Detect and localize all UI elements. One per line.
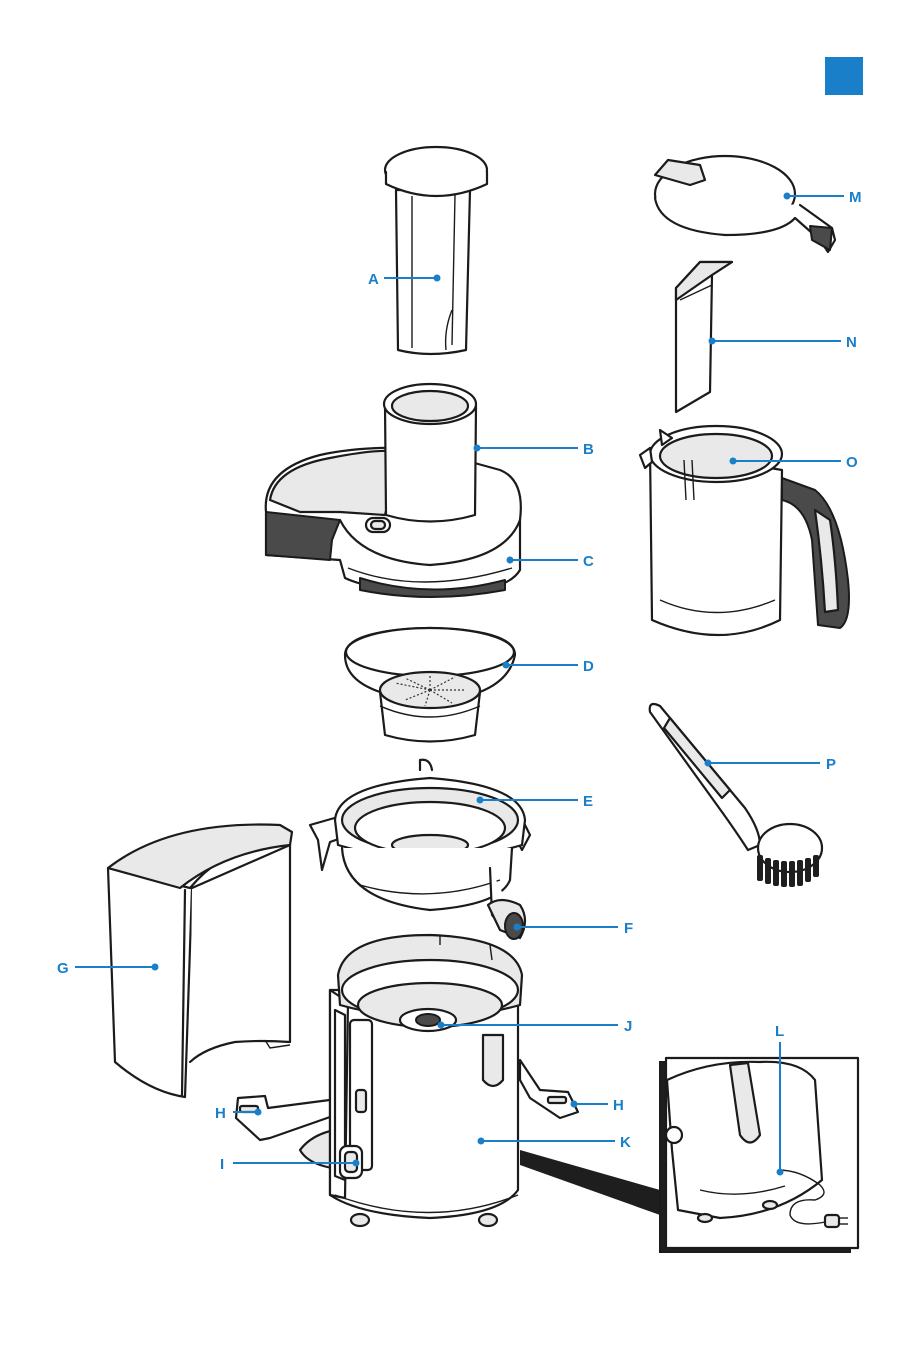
callout-F: F xyxy=(514,920,634,937)
label-H-right: H xyxy=(613,1097,624,1114)
pulp-collector xyxy=(310,760,530,939)
label-L: L xyxy=(775,1023,784,1040)
callout-N: N xyxy=(709,334,857,351)
jug-lid xyxy=(655,156,835,252)
callout-D: D xyxy=(503,658,595,675)
label-F: F xyxy=(624,920,633,937)
juice-jug xyxy=(640,426,849,635)
label-K: K xyxy=(620,1134,631,1151)
label-E: E xyxy=(583,793,593,810)
cord-storage-detail xyxy=(520,1058,858,1252)
inset-pointer xyxy=(520,1150,660,1215)
label-I: I xyxy=(220,1156,224,1173)
label-C: C xyxy=(583,553,594,570)
label-H-left: H xyxy=(215,1105,226,1122)
label-P: P xyxy=(826,756,836,773)
callout-B: B xyxy=(474,441,595,458)
food-pusher xyxy=(385,147,487,354)
lid xyxy=(266,384,521,597)
cleaning-brush xyxy=(650,704,822,887)
label-B: B xyxy=(583,441,594,458)
callout-P: P xyxy=(705,756,837,773)
label-G: G xyxy=(57,960,69,977)
pulp-container-cover xyxy=(108,825,292,1097)
filter xyxy=(345,628,515,742)
froth-separator xyxy=(676,262,732,412)
corner-tab xyxy=(825,57,863,95)
label-N: N xyxy=(846,334,857,351)
label-A: A xyxy=(368,271,379,288)
label-D: D xyxy=(583,658,594,675)
label-J: J xyxy=(624,1018,632,1035)
label-O: O xyxy=(846,454,858,471)
label-M: M xyxy=(849,189,862,206)
